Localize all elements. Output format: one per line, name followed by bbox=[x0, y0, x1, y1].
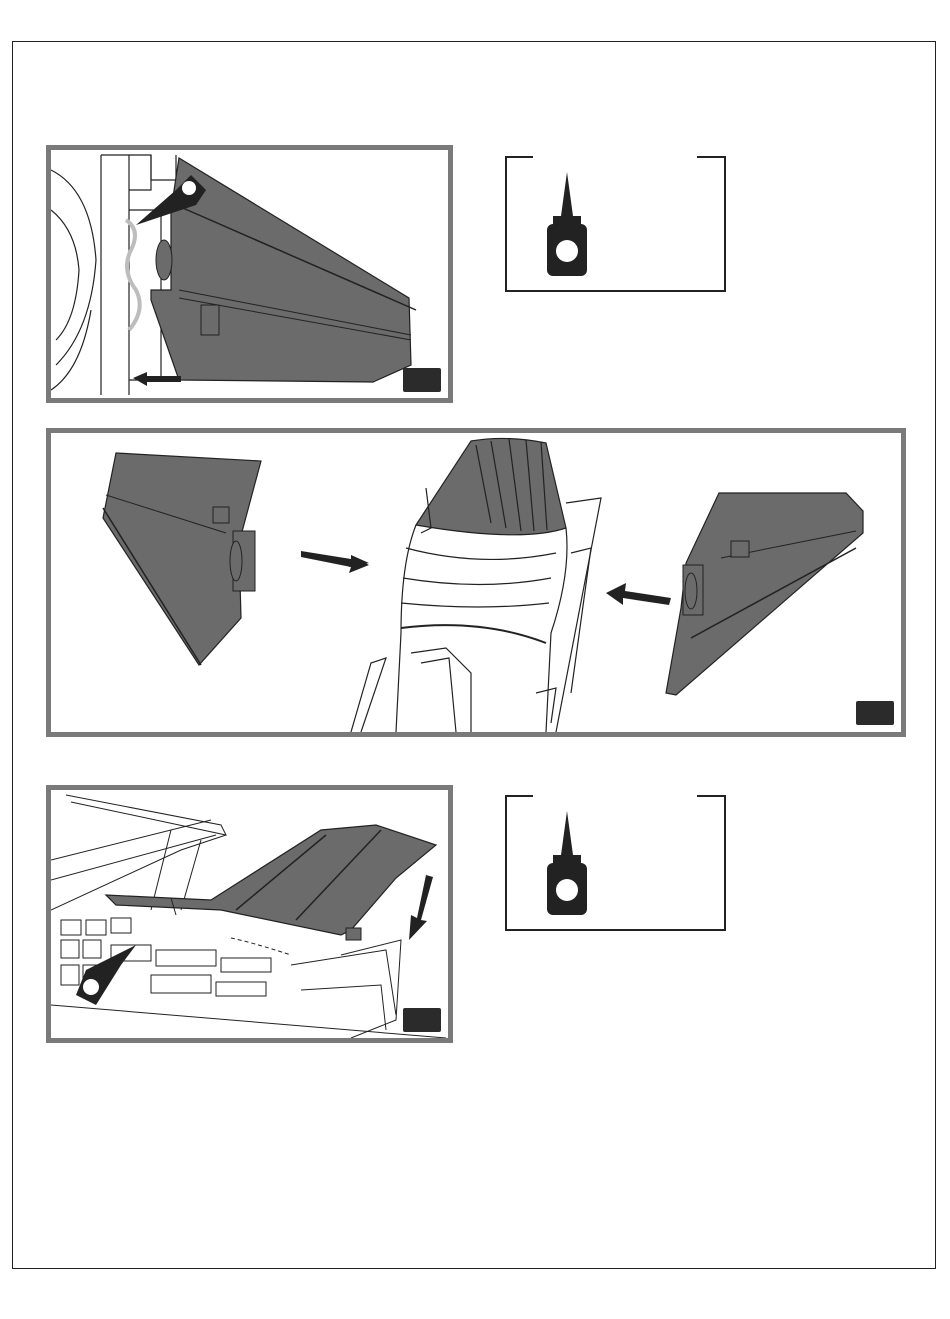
step-3-glue-box bbox=[505, 795, 726, 931]
step-1-badge bbox=[403, 368, 441, 392]
step-3-badge bbox=[403, 1008, 441, 1032]
step-2-badge bbox=[856, 701, 894, 725]
fuselage-tail-part bbox=[351, 438, 601, 732]
step-2-illustration bbox=[51, 433, 901, 732]
step-1-illustration bbox=[51, 150, 448, 398]
step-3-illustration bbox=[51, 790, 448, 1038]
arrow-left-icon bbox=[606, 583, 671, 605]
arrow-left-icon bbox=[133, 372, 181, 386]
glue-bottle-icon bbox=[547, 811, 587, 915]
left-stabilizer-part bbox=[103, 453, 261, 665]
glue-bottle-icon bbox=[547, 172, 587, 276]
glue-box-frame bbox=[505, 156, 726, 292]
step-1-panel bbox=[46, 145, 453, 403]
step-3-panel bbox=[46, 785, 453, 1043]
glue-box-frame bbox=[505, 795, 726, 931]
horizontal-stabilizer-part bbox=[106, 825, 436, 940]
step-2-panel bbox=[46, 428, 906, 737]
glue-drop-icon bbox=[76, 945, 136, 1005]
right-stabilizer-part bbox=[666, 493, 863, 695]
step-1-glue-box bbox=[505, 156, 726, 292]
arrow-right-icon bbox=[299, 551, 369, 573]
arrow-down-icon bbox=[409, 875, 433, 940]
